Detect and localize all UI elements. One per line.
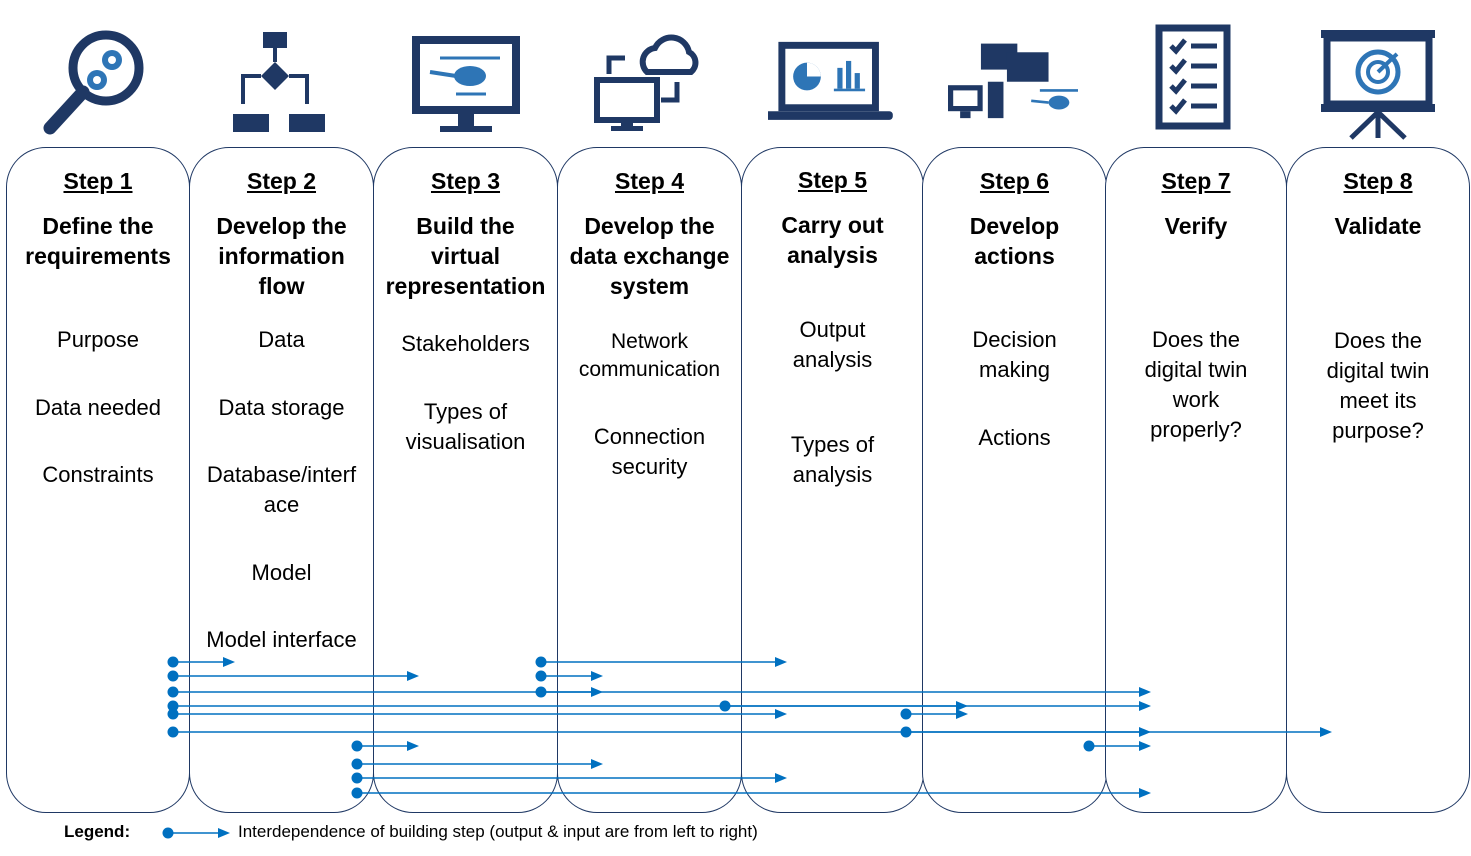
step-item: Types of visualisation [405,399,526,454]
step-column-5: Step 5 Carry out analysis Output analysi… [741,147,924,813]
step-item: Constraints [42,462,154,487]
step-title: Define the requirements [25,213,171,269]
step-column-6: Step 6 Develop actions Decision making A… [922,147,1107,813]
laptop-charts-icon [768,20,898,140]
step-label: Step 3 [430,168,501,194]
step-item: Network communication [578,330,721,381]
step-item: Model interface [206,627,357,652]
cloud-sync-icon [585,20,715,140]
step-label: Step 2 [246,168,317,194]
step-item: Data [258,327,305,352]
legend-text: Interdependence of building step (output… [238,822,758,841]
step-item: Does the digital twin work properly? [1144,327,1248,442]
step-label: Step 6 [979,168,1050,194]
monitor-helicopter-icon [400,20,530,140]
legend-arrow-icon [162,827,230,839]
step-column-1: Step 1 Define the requirements Purpose D… [6,147,190,813]
step-column-4: Step 4 Develop the data exchange system … [557,147,742,813]
step-item: Database/interf ace [206,462,357,517]
step-item: Types of analysis [790,432,875,487]
step-title: Validate [1334,213,1422,239]
presentation-target-icon [1313,20,1443,140]
step-title: Develop the data exchange system [569,213,730,299]
step-item: Actions [978,425,1051,450]
step-item: Data storage [218,395,345,420]
step-title: Carry out analysis [781,212,884,268]
step-label: Step 8 [1343,168,1413,194]
legend-label: Legend: [64,822,131,841]
step-item: Purpose [57,327,139,352]
checklist-icon [1133,20,1263,140]
magnifier-gears-icon [30,20,160,140]
step-label: Step 5 [797,167,868,193]
step-column-8: Step 8 Validate Does the digital twin me… [1286,147,1470,813]
step-item: Connection security [593,424,706,479]
step-label: Step 4 [614,168,685,194]
step-title: Develop actions [969,213,1060,269]
computer-chat-helicopter-icon [948,20,1078,140]
step-item: Data needed [35,395,161,420]
step-item: Decision making [972,327,1057,382]
flowchart-icon [215,20,345,140]
step-item: Model [251,560,312,585]
step-label: Step 7 [1161,168,1231,194]
step-title: Build the virtual representation [385,213,546,299]
step-column-3: Step 3 Build the virtual representation … [373,147,558,813]
step-column-2: Step 2 Develop the information flow Data… [189,147,374,813]
step-item: Stakeholders [401,331,530,356]
step-title: Verify [1164,213,1228,239]
step-item: Output analysis [792,317,873,372]
step-item: Does the digital twin meet its purpose? [1326,328,1430,443]
step-column-7: Step 7 Verify Does the digital twin work… [1105,147,1287,813]
step-label: Step 1 [63,168,133,194]
step-title: Develop the information flow [216,213,347,299]
